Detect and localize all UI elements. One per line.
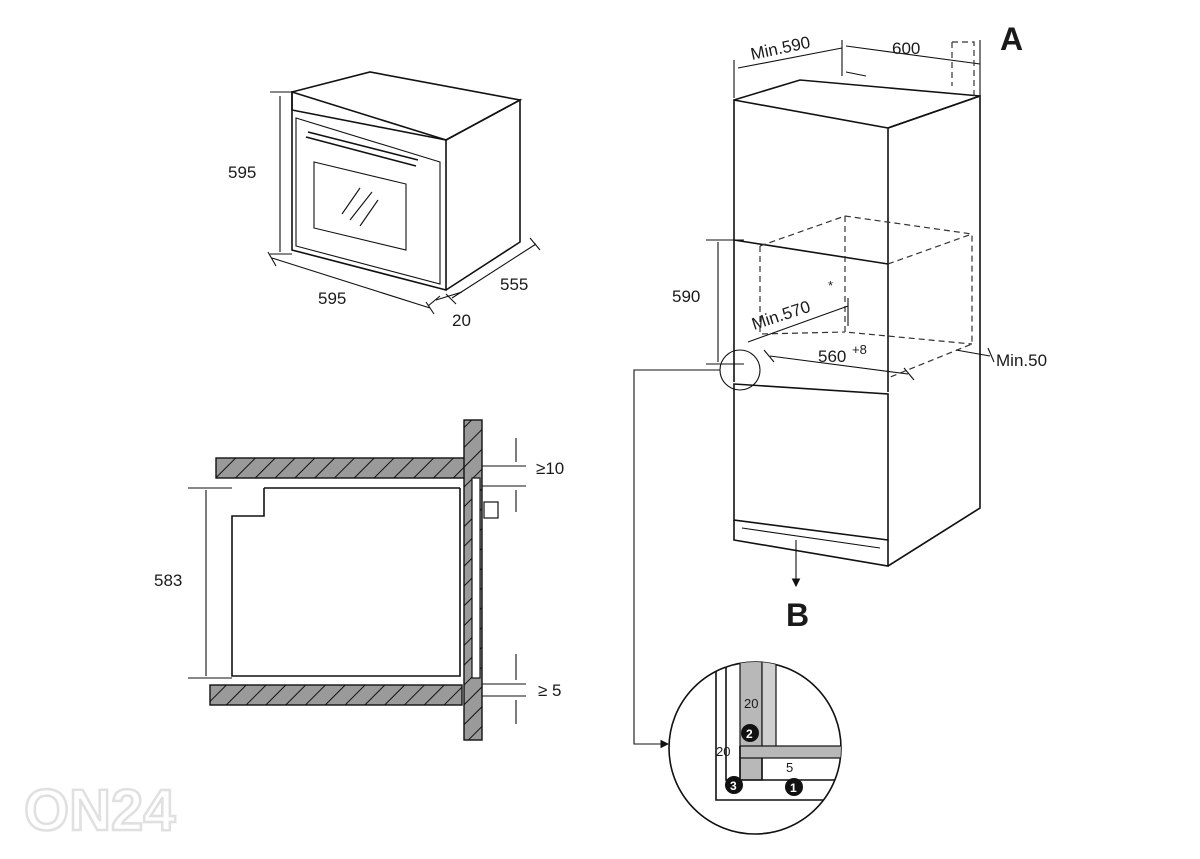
- detail-vertical-strip: [739, 662, 763, 781]
- cabinet-depth-dimension-line: [845, 40, 981, 96]
- oven-window: [313, 161, 407, 251]
- oven-handle: [305, 131, 419, 167]
- cabinet-lower-front: [733, 383, 889, 541]
- niche-width-label: 560: [818, 347, 846, 366]
- top-gap-dimension-line: [482, 438, 526, 512]
- section-height-dimension-line: [188, 487, 232, 679]
- oven-front-label: 20: [452, 311, 471, 330]
- callout-2: 2: [746, 727, 753, 741]
- side-gap-dimension-line: [955, 347, 995, 363]
- oven-door-section: [471, 477, 481, 679]
- detail-lines: [715, 662, 841, 801]
- niche-width-sup: +8: [852, 342, 867, 357]
- cabinet-width-dimension-line: [733, 40, 843, 98]
- cabinet-plinth: [733, 520, 889, 567]
- oven-front-dimension-line: [427, 291, 463, 307]
- niche-opening: [733, 240, 889, 392]
- cabinet-width-label: Min.590: [749, 33, 812, 64]
- oven-height-dimension-line: [270, 91, 292, 255]
- cabinet-upper-front: [733, 99, 889, 265]
- oven-depth-label: 555: [500, 275, 528, 294]
- niche-height-dimension-line: [706, 239, 744, 365]
- niche-height-label: 590: [672, 287, 700, 306]
- watermark-logo: ON24: [24, 778, 176, 843]
- oven-width-label: 595: [318, 289, 346, 308]
- oven-door: [295, 117, 441, 285]
- bottom-gap-dimension-line: [482, 654, 526, 724]
- oven-width-dimension-line: [267, 251, 435, 315]
- callout-1: 1: [790, 781, 797, 795]
- cabinet-depth-label: 600: [892, 39, 920, 58]
- niche-depth-sup: *: [828, 278, 833, 293]
- top-gap-label: ≥10: [536, 459, 564, 478]
- niche-width-dimension-line: [763, 349, 915, 381]
- oven-top-face: [291, 71, 523, 141]
- callout-2-circle: [741, 724, 759, 742]
- detail-view: 20 20 5 2 3 1: [668, 661, 842, 835]
- bottom-gap-label: ≥ 5: [538, 681, 562, 700]
- niche-back-dashed: [759, 215, 973, 379]
- oven-front-face: [291, 90, 447, 292]
- oven-height-label: 595: [228, 163, 256, 182]
- niche-depth-label: Min.570: [749, 297, 812, 334]
- oven-control-panel: [291, 92, 447, 141]
- marker-a: A: [1000, 21, 1023, 57]
- marker-b: B: [786, 597, 809, 633]
- detail-left-dim: 20: [716, 744, 730, 759]
- section-height-label: 583: [154, 571, 182, 590]
- oven-isometric-view: 595 595 555 20: [228, 71, 541, 330]
- detail-side-panel: [761, 662, 777, 751]
- plinth-vent: [741, 527, 881, 549]
- cabinet-depth-dashed: [951, 41, 975, 96]
- oven-handle-section: [483, 501, 499, 519]
- oven-depth-dimension-line: [445, 237, 541, 305]
- cabinet-right-side: [887, 94, 981, 567]
- oven-glass-reflection: [341, 187, 379, 227]
- detail-shelf-strip: [739, 745, 841, 759]
- side-gap-label: Min.50: [996, 351, 1047, 370]
- niche-depth-dimension-line: [747, 298, 849, 343]
- lower-shelf-hatched: [209, 684, 463, 706]
- detail-bottom-dim: 5: [786, 760, 793, 775]
- callout-1-circle: [785, 778, 803, 796]
- oven-section-outline: [231, 487, 461, 677]
- cabinet-top-face: [733, 79, 981, 129]
- detail-top-dim: 20: [744, 696, 758, 711]
- callout-3: 3: [730, 779, 737, 793]
- callout-3-circle: [725, 776, 743, 794]
- oven-side-face: [445, 98, 521, 291]
- upper-shelf-hatched: [215, 457, 469, 479]
- section-view: 583 ≥10 ≥ 5: [154, 419, 564, 741]
- detail-leader-line: [633, 369, 720, 749]
- cabinet-isometric-view: Min.590 600 A 590 Min.570 * 560 +8 Min.5…: [633, 21, 1047, 749]
